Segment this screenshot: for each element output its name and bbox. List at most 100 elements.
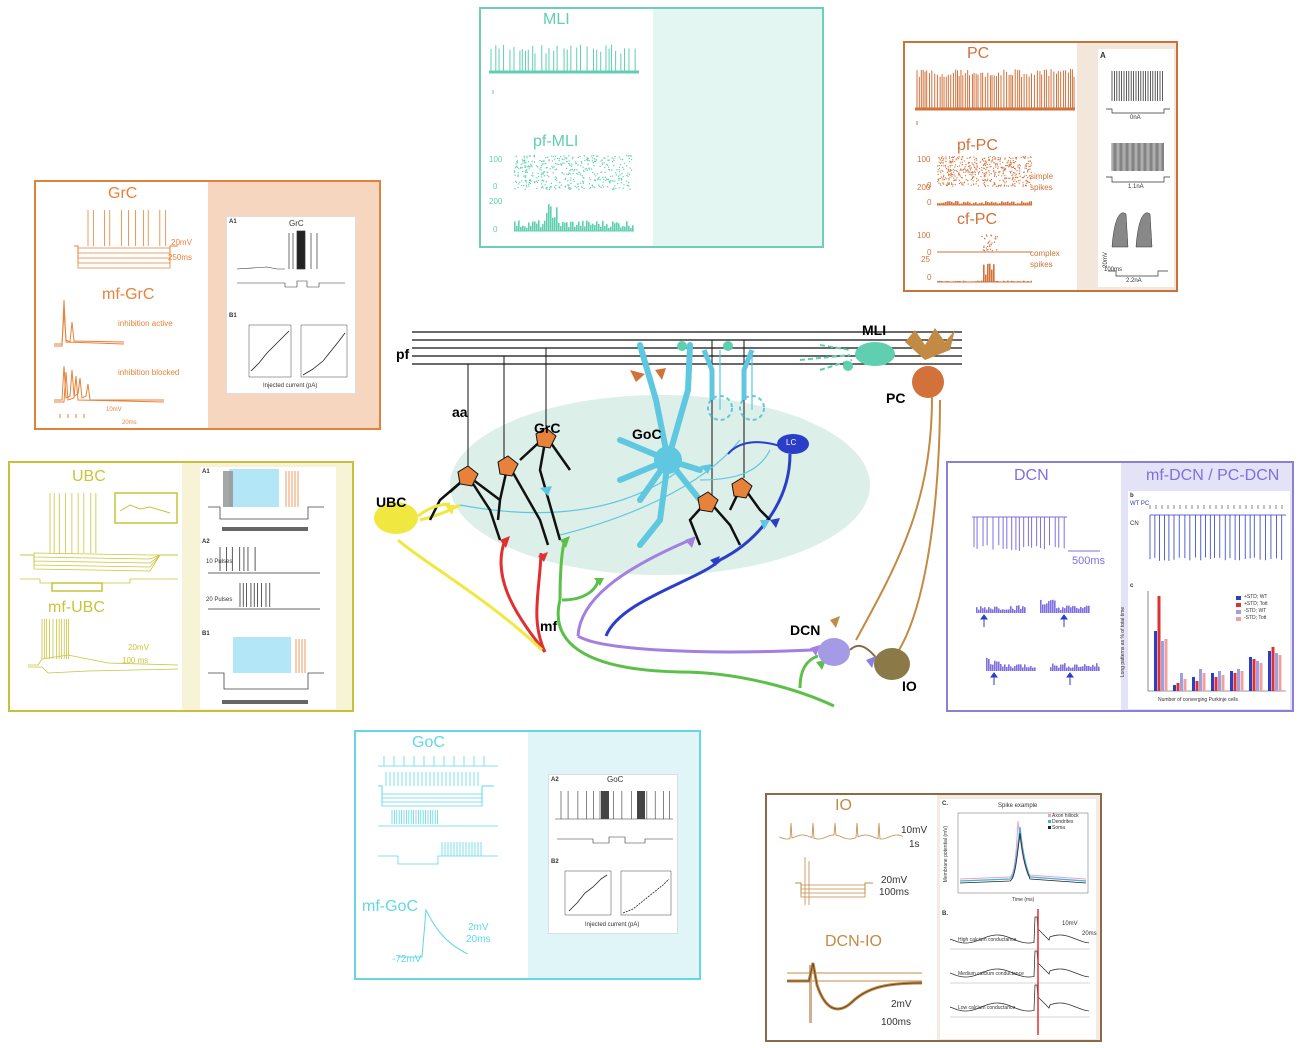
ascending-axons [467, 340, 745, 500]
dcn-io-link [849, 644, 879, 661]
ubc-scale-t: 100 ms [122, 656, 149, 665]
label-pc: PC [886, 390, 906, 406]
io-scale1-v: 10mV [901, 825, 928, 836]
io-inset-high: High calcium conductance [958, 937, 1017, 943]
ubc-inset-traces [208, 469, 324, 704]
goc-dashed-soma-2 [739, 395, 765, 421]
pc-dendrites [905, 328, 955, 360]
panel-grc: GrC 20mV 250ms mf-GrC inhibition active … [34, 180, 381, 430]
pc-tick-3: 200 [917, 183, 931, 192]
io-soma [874, 648, 910, 680]
grc-scale2-t: 20ms [122, 420, 137, 426]
io-trace-2 [795, 857, 873, 905]
label-aa: aa [452, 404, 468, 420]
panel-ubc-subtitle: mf-UBC [48, 599, 105, 616]
goc-axons [459, 350, 771, 536]
grc-inset-traces [236, 230, 348, 378]
label-lc: LC [786, 438, 797, 447]
io-scale3-t: 100ms [881, 1017, 912, 1028]
goc-soma [654, 446, 682, 474]
grc-epsc-active [54, 299, 124, 347]
dcn-inset-xlabel: Number of converging Purkinje cells [1158, 697, 1239, 703]
panel-ubc-title: UBC [72, 468, 106, 485]
panel-goc-title: GoC [412, 734, 445, 751]
pc-inset-current-2: 1.1nA [1128, 184, 1144, 190]
pc-complex-label: complex spikes [1030, 249, 1060, 269]
mli-raster [514, 155, 633, 191]
grc-inhibition-blocked-label: inhibition blocked [118, 368, 180, 377]
grc-inhibition-active-label: inhibition active [118, 319, 173, 328]
grc-current-clamp-traces [74, 210, 178, 269]
label-mli: MLI [862, 322, 887, 338]
panel-goc: GoC mf-GoC 2mV 20ms -72mV A2 GoC B2 Inje… [354, 730, 701, 980]
goc-dashed-soma-1 [707, 395, 733, 421]
pc-tick-6: 0 [927, 248, 932, 257]
mli-spike-trace [489, 44, 639, 94]
io-trace-3 [787, 962, 923, 1023]
io-scale3-v: 2mV [891, 999, 912, 1010]
label-grc: GrC [534, 420, 561, 436]
panel-mli-right-area [653, 9, 822, 246]
mli-histogram [514, 204, 634, 232]
label-pf: pf [396, 346, 410, 362]
pc-axon [855, 395, 933, 641]
io-inset-legend-2: Dendrites [1052, 819, 1074, 825]
ubc-inset-20pulses: 20 Pulses [206, 597, 233, 603]
ubc-axon [419, 503, 461, 522]
dcn-soma [818, 638, 850, 666]
ubc-inset-10pulses: 10 Pulses [206, 559, 233, 565]
pc-tick-7: 25 [921, 255, 930, 264]
pc-tick-8: 0 [927, 273, 932, 282]
panel-io-title: IO [835, 797, 852, 814]
grc-inset-xlabel: Injected current (pA) [263, 383, 318, 389]
mli-hist-ybottom: 0 [493, 225, 498, 234]
goc-inset-title: GoC [607, 775, 624, 784]
goc-inset: A2 GoC B2 Injected current (pA) [548, 774, 678, 934]
io-inset-legend-1: Axon hillock [1052, 813, 1079, 819]
dcn-inset-ylabel: Long patterns as % of total time [1120, 606, 1127, 678]
panel-dcn: DCN mf-DCN / PC-DCN 500ms b WT PC CN c [946, 461, 1294, 712]
goc-vrest: -72mV [392, 954, 422, 965]
dcn-inset: b WT PC CN c +STD; WT +STD; Tott -STD; W… [1120, 491, 1290, 709]
pc-simple-label: simple spikes [1030, 172, 1054, 192]
dcn-inset-b: b [1130, 493, 1134, 499]
dcn-inset-legend-3: -STD; WT [1244, 608, 1267, 614]
mli-raster-ybottom: 0 [493, 182, 498, 191]
ubc-dendrite [417, 502, 451, 518]
dcn-scale-t: 500ms [1072, 555, 1106, 567]
ubc-traces [20, 492, 178, 592]
label-io: IO [902, 678, 917, 694]
pc-tick-4: 0 [927, 198, 932, 207]
panel-pc-subtitle1: pf-PC [957, 137, 998, 154]
io-inset-title: Spike example [998, 803, 1038, 809]
grc-scale2-v: 10mV [106, 407, 122, 413]
pc-raster-simple [937, 156, 1032, 188]
mf-blue-fibre [604, 453, 792, 637]
pc-inset-scale-t: 100ms [1104, 267, 1123, 273]
mli-raster-ytop: 100 [489, 155, 503, 164]
dcn-inset-legend-1: +STD; WT [1244, 594, 1268, 600]
io-trace-1 [779, 822, 904, 840]
mf-terminals [445, 505, 876, 670]
mli-dendrites [799, 344, 853, 371]
grc-dendrites [428, 435, 771, 546]
mli-soma [855, 342, 895, 366]
grc-epsc-blocked [54, 365, 164, 418]
panel-pc-title: PC [967, 45, 990, 62]
goc-apical-dendrites [701, 349, 755, 400]
dcn-inset-legend-2: +STD; Tott [1244, 601, 1268, 607]
io-inset-b: B. [942, 911, 948, 917]
grc-scale-v: 20mV [171, 238, 192, 247]
mli-hist-ytop: 200 [489, 197, 503, 206]
ubc-inset: A1 A2 B1 10 Pulses 20 Pulses [200, 467, 336, 709]
pc-soma [912, 366, 944, 398]
io-scale2-t: 100ms [879, 887, 910, 898]
pc-hist-complex [937, 263, 1032, 283]
grc-inset-a1: A1 [229, 219, 237, 225]
grc-somas [457, 427, 753, 513]
io-inset-scale-t: 20ms [1082, 931, 1097, 937]
io-inset-c: C. [942, 801, 948, 807]
label-dcn: DCN [790, 622, 821, 638]
mli-terminals [677, 341, 853, 371]
goc-scale-v: 2mV [468, 922, 489, 933]
